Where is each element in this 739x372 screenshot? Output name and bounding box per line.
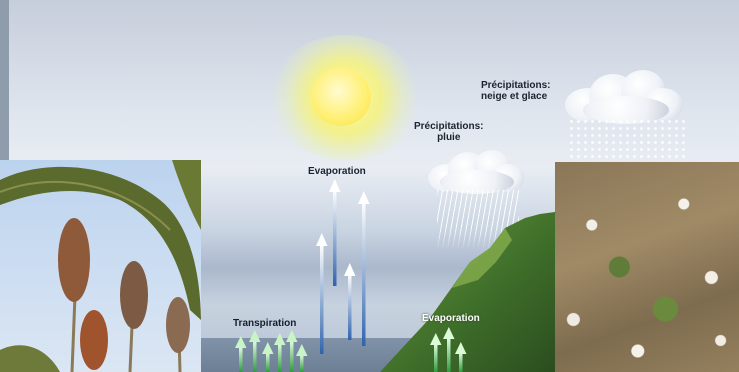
leaf [0, 166, 201, 320]
transpiration-arrow [278, 343, 282, 372]
sun-icon [311, 68, 371, 126]
transpiration-arrow [253, 340, 257, 372]
evaporation-arrow-head [358, 191, 370, 204]
cotton-field-photo [555, 162, 739, 372]
sorghum-photo [0, 160, 201, 372]
transpiration-arrow [266, 352, 270, 372]
mountain-evaporation-arrow [447, 337, 451, 372]
transpiration-arrow-head [274, 333, 286, 345]
transpiration-arrow-head [262, 342, 274, 354]
label-precipitation-rain-line1: Précipitations: [414, 121, 484, 132]
leaf-vein [0, 180, 171, 231]
transpiration-arrow [239, 346, 243, 372]
mountain-evaporation-arrow-head [443, 327, 455, 339]
leaf [172, 160, 201, 230]
mountain-evaporation-arrows [430, 327, 467, 372]
label-precipitation-rain-line2: pluie [437, 132, 461, 143]
mountain-ridge-highlight [452, 228, 512, 288]
transpiration-arrow-head [296, 344, 308, 356]
evaporation-arrow-head [344, 263, 356, 276]
grain-head [166, 297, 190, 353]
label-precipitation-snow: Précipitations: neige et glace [481, 80, 550, 102]
mountain-evaporation-arrow [434, 343, 438, 372]
evaporation-arrow [348, 274, 352, 340]
grain-head [58, 218, 90, 302]
evaporation-arrows [316, 179, 370, 354]
label-precipitation-rain: Précipitations: pluie [414, 121, 483, 143]
mountain-evaporation-arrow [459, 352, 463, 372]
evaporation-arrow-head [316, 233, 328, 246]
evaporation-arrow [320, 244, 324, 354]
label-evaporation-top: Evaporation [308, 166, 366, 177]
sorghum-illustration [0, 160, 201, 372]
grain-head [80, 310, 108, 370]
transpiration-arrow [290, 340, 294, 372]
mountain-evaporation-arrow-head [430, 333, 442, 345]
label-transpiration: Transpiration [233, 318, 297, 329]
mountain [380, 212, 555, 372]
evaporation-arrow [362, 202, 366, 346]
label-precipitation-snow-line1: Précipitations: [481, 80, 551, 91]
transpiration-arrows [235, 330, 308, 372]
snowfall [568, 118, 686, 162]
label-evaporation-bottom: Evaporation [422, 313, 480, 324]
mountain-evaporation-arrow-head [455, 342, 467, 354]
evaporation-arrow [333, 190, 337, 286]
transpiration-arrow-head [235, 336, 247, 348]
transpiration-arrow [300, 354, 304, 372]
transpiration-arrow-head [249, 330, 261, 342]
grain-head [120, 261, 148, 329]
label-precipitation-snow-line2: neige et glace [481, 91, 548, 102]
transpiration-arrow-head [286, 330, 298, 342]
evaporation-arrow-head [329, 179, 341, 192]
frame-edge [0, 0, 9, 160]
snow-cloud-icon [565, 70, 685, 125]
leaf [0, 345, 60, 372]
